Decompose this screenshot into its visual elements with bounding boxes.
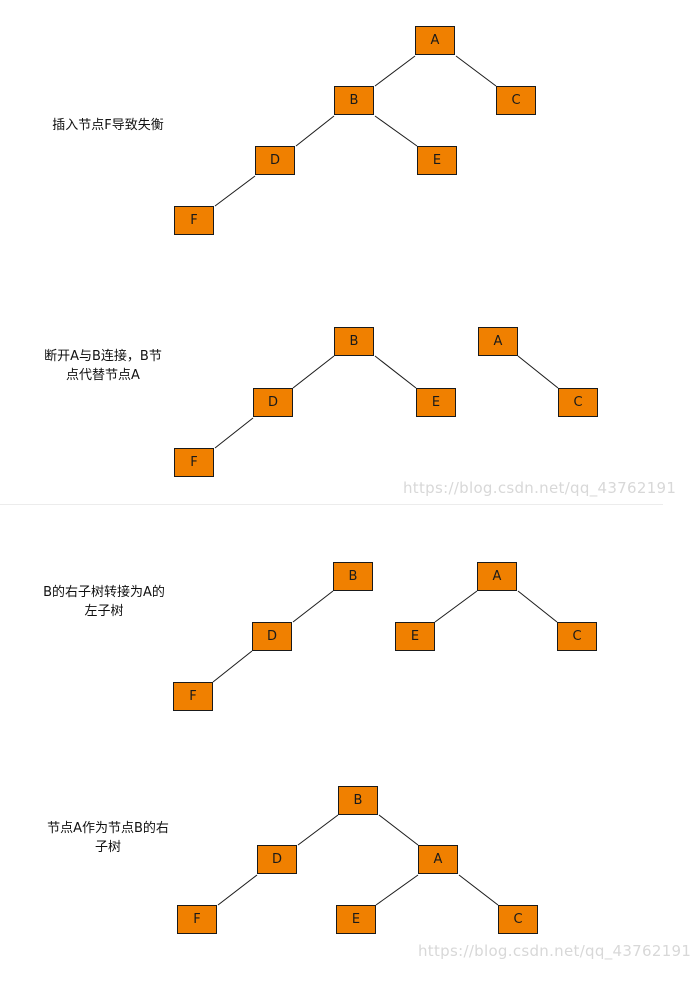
step-3-node-f: F bbox=[173, 682, 213, 711]
step-3-node-a: A bbox=[477, 562, 517, 591]
step-2-node-d: D bbox=[253, 388, 293, 417]
step-1-node-d: D bbox=[255, 146, 295, 175]
step-3-node-c: C bbox=[557, 622, 597, 651]
step-2-caption: 断开A与B连接，B节 点代替节点A bbox=[34, 347, 172, 385]
step-3-node-d: D bbox=[252, 622, 292, 651]
caption-line: 点代替节点A bbox=[66, 368, 140, 383]
step-4-node-e: E bbox=[336, 905, 376, 934]
step-2-node-f: F bbox=[174, 448, 214, 477]
step-4-node-f: F bbox=[177, 905, 217, 934]
watermark: https://blog.csdn.net/qq_43762191 bbox=[418, 942, 691, 960]
step-1-node-b: B bbox=[334, 86, 374, 115]
step-4-node-c: C bbox=[498, 905, 538, 934]
step-4-caption: 节点A作为节点B的右 子树 bbox=[34, 819, 182, 857]
step-2-node-b: B bbox=[334, 327, 374, 356]
step-2-node-e: E bbox=[416, 388, 456, 417]
step-4-node-d: D bbox=[257, 845, 297, 874]
step-3-node-b: B bbox=[333, 562, 373, 591]
step-1-node-f: F bbox=[174, 206, 214, 235]
step-1-node-e: E bbox=[417, 146, 457, 175]
watermark: https://blog.csdn.net/qq_43762191 bbox=[403, 479, 677, 497]
caption-line: 子树 bbox=[94, 840, 121, 855]
caption-line: B的右子树转接为A的 bbox=[43, 585, 165, 600]
step-4-node-a: A bbox=[418, 845, 458, 874]
step-4-node-b: B bbox=[338, 786, 378, 815]
step-2-node-c: C bbox=[558, 388, 598, 417]
step-1-caption: 插入节点F导致失衡 bbox=[34, 116, 182, 135]
step-1-node-c: C bbox=[496, 86, 536, 115]
step-2-node-a: A bbox=[478, 327, 518, 356]
tree-edges bbox=[212, 55, 559, 906]
caption-line: 节点A作为节点B的右 bbox=[47, 821, 169, 836]
step-1-node-a: A bbox=[415, 26, 455, 55]
caption-line: 左子树 bbox=[84, 604, 124, 619]
caption-line: 断开A与B连接，B节 bbox=[44, 349, 162, 364]
caption-line: 插入节点F导致失衡 bbox=[52, 118, 164, 133]
section-divider bbox=[0, 504, 663, 505]
step-3-node-e: E bbox=[395, 622, 435, 651]
step-3-caption: B的右子树转接为A的 左子树 bbox=[30, 583, 178, 621]
